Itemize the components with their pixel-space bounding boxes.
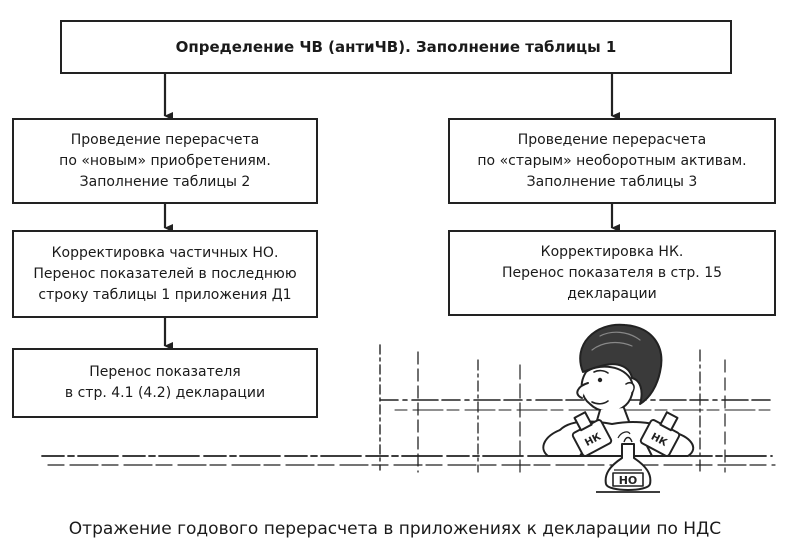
step-transfer-4-1-line: Перенос показателя xyxy=(89,364,241,380)
step-adjust-nk-line: Перенос показателя в стр. 15 xyxy=(501,264,723,281)
step-recalc-new-line: Заполнение таблицы 2 xyxy=(79,173,251,190)
step-adjust-nk-line: Корректировка НК. xyxy=(540,243,684,260)
step-recalc-new-acquisitions: Проведение перерасчета по «новым» приобр… xyxy=(12,118,318,204)
figure-caption: Отражение годового перерасчета в приложе… xyxy=(68,519,722,539)
step-adjust-no-line: Корректировка частичных НО. xyxy=(51,244,279,261)
step-adjust-partial-no: Корректировка частичных НО. Перенос пока… xyxy=(12,230,318,318)
ear xyxy=(625,381,635,394)
flask-center: НО xyxy=(604,431,652,491)
eye xyxy=(597,377,603,383)
face xyxy=(580,365,634,413)
step-define-cv: Определение ЧВ (антиЧВ). Заполнение табл… xyxy=(60,20,732,74)
step-adjust-no-line: Перенос показателей в последнюю xyxy=(33,265,297,282)
step-recalc-old-line: Проведение перерасчета xyxy=(517,131,707,148)
step-recalc-new-line: по «новым» приобретениям. xyxy=(59,152,271,169)
step-define-cv-line: Определение ЧВ (антиЧВ). Заполнение табл… xyxy=(175,37,617,56)
step-adjust-nk: Корректировка НК. Перенос показателя в с… xyxy=(448,230,776,316)
step-transfer-4-1-line: в стр. 4.1 (4.2) декларации xyxy=(64,385,266,401)
step-adjust-nk-line: декларации xyxy=(567,285,657,302)
step-transfer-to-line-4-1: Перенос показателя в стр. 4.1 (4.2) декл… xyxy=(12,348,318,418)
step-recalc-old-line: Заполнение таблицы 3 xyxy=(526,173,698,190)
flask-left: НК xyxy=(571,411,613,457)
step-recalc-old-line: по «старым» необоротным активам. xyxy=(477,152,747,169)
mouth xyxy=(591,400,609,405)
step-recalc-new-line: Проведение перерасчета xyxy=(70,131,260,148)
step-adjust-no-line: строку таблицы 1 приложения Д1 xyxy=(38,286,292,303)
flask-center-label: НО xyxy=(619,474,638,487)
step-recalc-old-assets: Проведение перерасчета по «старым» необо… xyxy=(448,118,776,204)
flask-right: НК xyxy=(639,411,681,457)
nose xyxy=(576,382,589,399)
